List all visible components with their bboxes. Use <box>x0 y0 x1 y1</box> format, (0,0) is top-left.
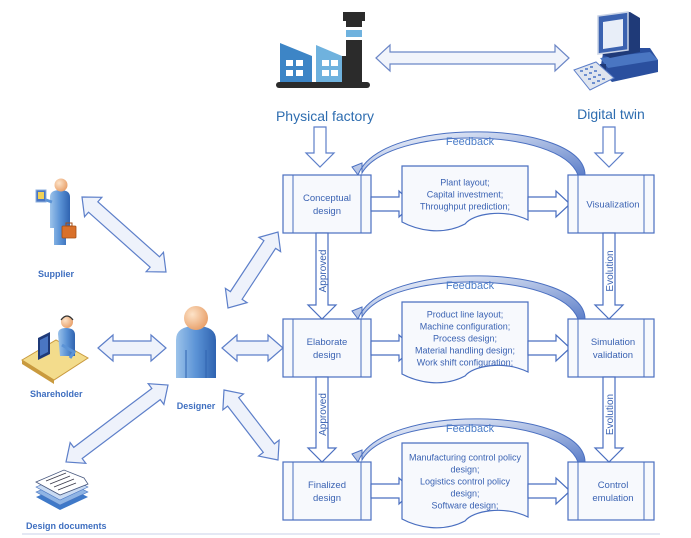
design-box <box>282 174 372 234</box>
twin-box-label: validation <box>593 350 633 361</box>
design-box-label: design <box>313 350 341 361</box>
output-line: design; <box>450 489 479 499</box>
approved-arrow <box>306 376 338 463</box>
transition-2: Approved Evolution <box>306 376 625 463</box>
designer-icon <box>176 306 216 378</box>
computer-icon <box>573 11 658 91</box>
twin-box-label: Control <box>598 480 629 491</box>
feedback-label: Feedback <box>446 280 495 292</box>
output-to-twin-arrow <box>527 476 571 506</box>
approved-label: Approved <box>318 393 329 436</box>
design-box-label: Elaborate <box>307 337 348 348</box>
design-box <box>282 461 372 521</box>
evolution-arrow <box>593 376 625 463</box>
output-line: Process design; <box>433 334 497 344</box>
factory-icon <box>276 12 370 88</box>
output-line: Machine configuration; <box>420 322 511 332</box>
supplier-icon <box>35 178 77 245</box>
digital-twin-label: Digital twin <box>577 106 645 122</box>
output-to-twin-arrow <box>527 189 571 219</box>
twin-down-arrow <box>593 126 625 168</box>
shareholder-designer-arrow <box>97 333 167 363</box>
designer-conceptual-arrow <box>224 231 282 309</box>
designer-elaborate-arrow <box>221 333 284 363</box>
design-box-label: design <box>313 493 341 504</box>
twin-box-label: emulation <box>592 493 633 504</box>
twin-box <box>567 174 655 234</box>
designer-label: Designer <box>177 401 216 411</box>
design-box-label: Conceptual <box>303 193 351 204</box>
design-box <box>282 318 372 378</box>
feedback-arrow <box>351 275 586 321</box>
physical-factory-label: Physical factory <box>276 108 374 124</box>
shareholder-icon <box>21 315 89 384</box>
documents-designer-arrow <box>65 382 169 465</box>
feedback-label: Feedback <box>446 136 495 148</box>
output-line: Manufacturing control policy <box>409 453 522 463</box>
output-line: Throughput prediction; <box>420 202 510 212</box>
supplier-designer-arrow <box>81 196 167 273</box>
twin-box <box>567 461 655 521</box>
design-documents-label: Design documents <box>26 521 107 531</box>
design-documents-icon <box>35 469 89 510</box>
twin-box-label: Simulation <box>591 337 635 348</box>
approved-arrow <box>306 232 338 320</box>
factory-down-arrow <box>304 126 336 168</box>
output-line: Capital investment; <box>427 190 504 200</box>
factory-twin-arrow <box>375 43 570 73</box>
output-document <box>401 165 529 232</box>
feedback-label: Feedback <box>446 423 495 435</box>
designer-finalized-arrow <box>222 389 280 461</box>
output-document <box>401 442 529 529</box>
feedback-arrow <box>351 418 586 464</box>
output-line: Material handling design; <box>415 346 515 356</box>
design-box-label: Finalized <box>308 480 346 491</box>
output-document <box>401 301 529 384</box>
approved-label: Approved <box>318 250 329 293</box>
output-to-twin-arrow <box>527 333 571 363</box>
evolution-label: Evolution <box>605 394 616 435</box>
output-line: Plant layout; <box>440 178 490 188</box>
feedback-arrow <box>351 131 586 177</box>
actor-arrows <box>65 196 284 465</box>
output-line: design; <box>450 465 479 475</box>
output-line: Logistics control policy <box>420 477 511 487</box>
evolution-arrow <box>593 232 625 320</box>
design-box-label: design <box>313 206 341 217</box>
evolution-label: Evolution <box>605 250 616 291</box>
twin-box-label: Visualization <box>586 200 639 211</box>
transition-1: Approved Evolution <box>306 232 625 320</box>
output-line: Product line layout; <box>427 310 504 320</box>
supplier-label: Supplier <box>38 269 75 279</box>
shareholder-label: Shareholder <box>30 389 83 399</box>
output-line: Work shift configuration; <box>417 358 513 368</box>
twin-box <box>567 318 655 378</box>
output-line: Software design; <box>431 501 498 511</box>
